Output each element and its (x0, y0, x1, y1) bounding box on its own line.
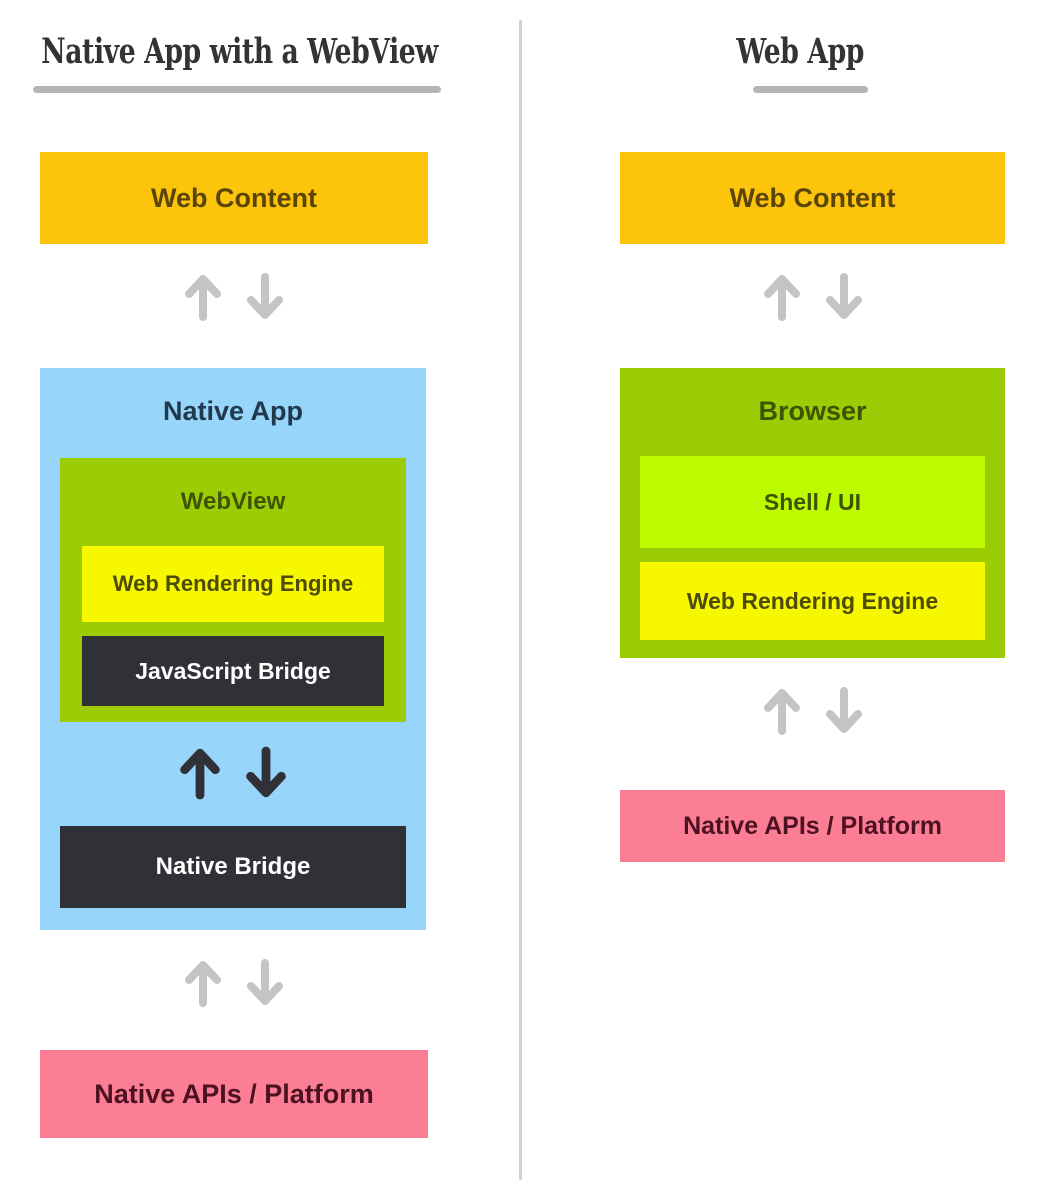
arrow-up-icon (185, 275, 221, 321)
right-column-title: Web App (736, 31, 864, 73)
right-title-underline (753, 86, 868, 93)
left-arrows-native-to-platform (40, 948, 428, 1018)
left-web-rendering-engine-box[interactable]: Web Rendering Engine (82, 546, 384, 622)
arrow-up-icon (180, 748, 220, 800)
column-divider (519, 20, 522, 1180)
arrow-up-icon (185, 961, 221, 1007)
left-inner-arrows-webview-to-bridge (60, 736, 406, 810)
left-native-bridge-box[interactable]: Native Bridge (60, 826, 406, 908)
arrow-down-icon (825, 273, 862, 319)
arrow-down-icon (825, 687, 862, 733)
left-arrows-web-to-native (40, 262, 428, 332)
arrow-up-icon (763, 275, 800, 321)
arrow-up-icon (763, 689, 800, 735)
column-web-app: Web App Web Content (560, 0, 1040, 1200)
right-arrows-web-to-browser (620, 262, 1005, 332)
left-native-app-label: Native App (162, 396, 304, 426)
left-title-underline (33, 86, 441, 93)
left-web-content-box[interactable]: Web Content (40, 152, 428, 244)
right-arrows-browser-to-platform (620, 676, 1005, 746)
left-webview-label: WebView (180, 488, 286, 515)
right-web-content-box[interactable]: Web Content (620, 152, 1005, 244)
right-native-apis-platform-box[interactable]: Native APIs / Platform (620, 790, 1005, 862)
arrow-down-icon (247, 959, 283, 1005)
left-column-title-wrap: Native App with a WebView (0, 34, 480, 71)
left-native-apis-platform-box[interactable]: Native APIs / Platform (40, 1050, 428, 1138)
right-shell-ui-box[interactable]: Shell / UI (640, 456, 985, 548)
right-column-title-wrap: Web App (560, 34, 1040, 71)
arrow-down-icon (247, 273, 283, 319)
left-column-title: Native App with a WebView (41, 31, 439, 73)
column-native-app-with-webview: Native App with a WebView Web Content (0, 0, 480, 1200)
right-web-rendering-engine-box[interactable]: Web Rendering Engine (640, 562, 985, 640)
right-browser-label: Browser (758, 396, 867, 426)
arrow-down-icon (246, 746, 286, 798)
left-javascript-bridge-box[interactable]: JavaScript Bridge (82, 636, 384, 706)
